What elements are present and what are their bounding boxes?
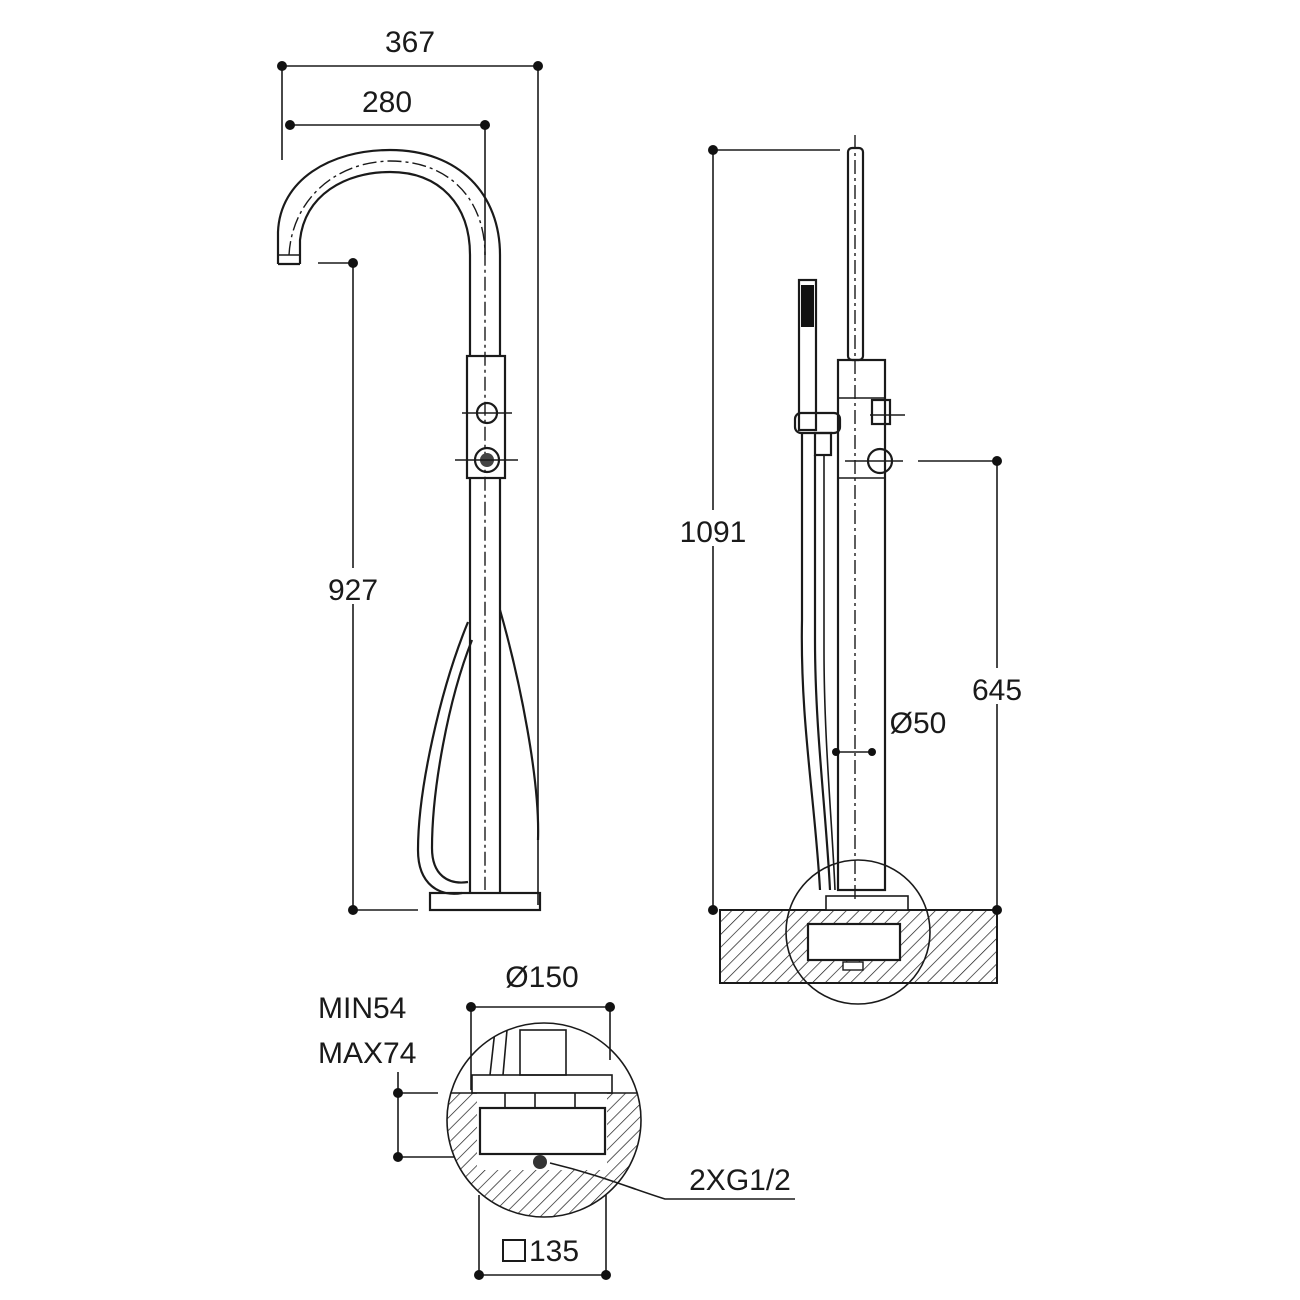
dimension-label-d50: Ø50 (890, 707, 947, 740)
dimension-label-1091: 1091 (680, 516, 747, 549)
square-symbol-icon (502, 1239, 526, 1262)
gooseneck-spout (276, 148, 502, 890)
shower-hose-loop (416, 609, 540, 895)
dimension-label-927: 927 (328, 574, 378, 607)
dimension-body-diameter: Ø50 (832, 707, 946, 756)
diverter-knob-icon (870, 398, 892, 426)
dimension-overall-width: 367 (277, 26, 543, 905)
dimension-label-645: 645 (972, 674, 1022, 707)
dimension-label-280: 280 (362, 86, 412, 119)
dimension-label-135: 135 (529, 1235, 579, 1268)
dimension-label-d150: Ø150 (505, 961, 578, 994)
detail-callout-circle (785, 859, 931, 1005)
dimension-label-max74: MAX74 (318, 1037, 416, 1070)
dimension-overall-height: 1091 (676, 145, 840, 915)
side-view: 1091 645 Ø50 (676, 135, 1030, 1005)
installation-detail: Ø150 MIN54 MAX74 2XG1/2 135 (318, 961, 795, 1280)
dimension-label-367: 367 (385, 26, 435, 59)
connection-label: 2XG1/2 (689, 1164, 791, 1197)
floor-base-plate (428, 891, 542, 912)
dimension-spout-reach: 280 (285, 86, 490, 255)
dimension-handle-height: 645 (918, 456, 1030, 915)
mixer-body (455, 354, 518, 480)
dimension-label-min54: MIN54 (318, 992, 406, 1025)
front-view: 367 280 (276, 26, 543, 915)
hand-shower (793, 278, 842, 891)
dimension-spout-height: 927 (318, 258, 418, 915)
